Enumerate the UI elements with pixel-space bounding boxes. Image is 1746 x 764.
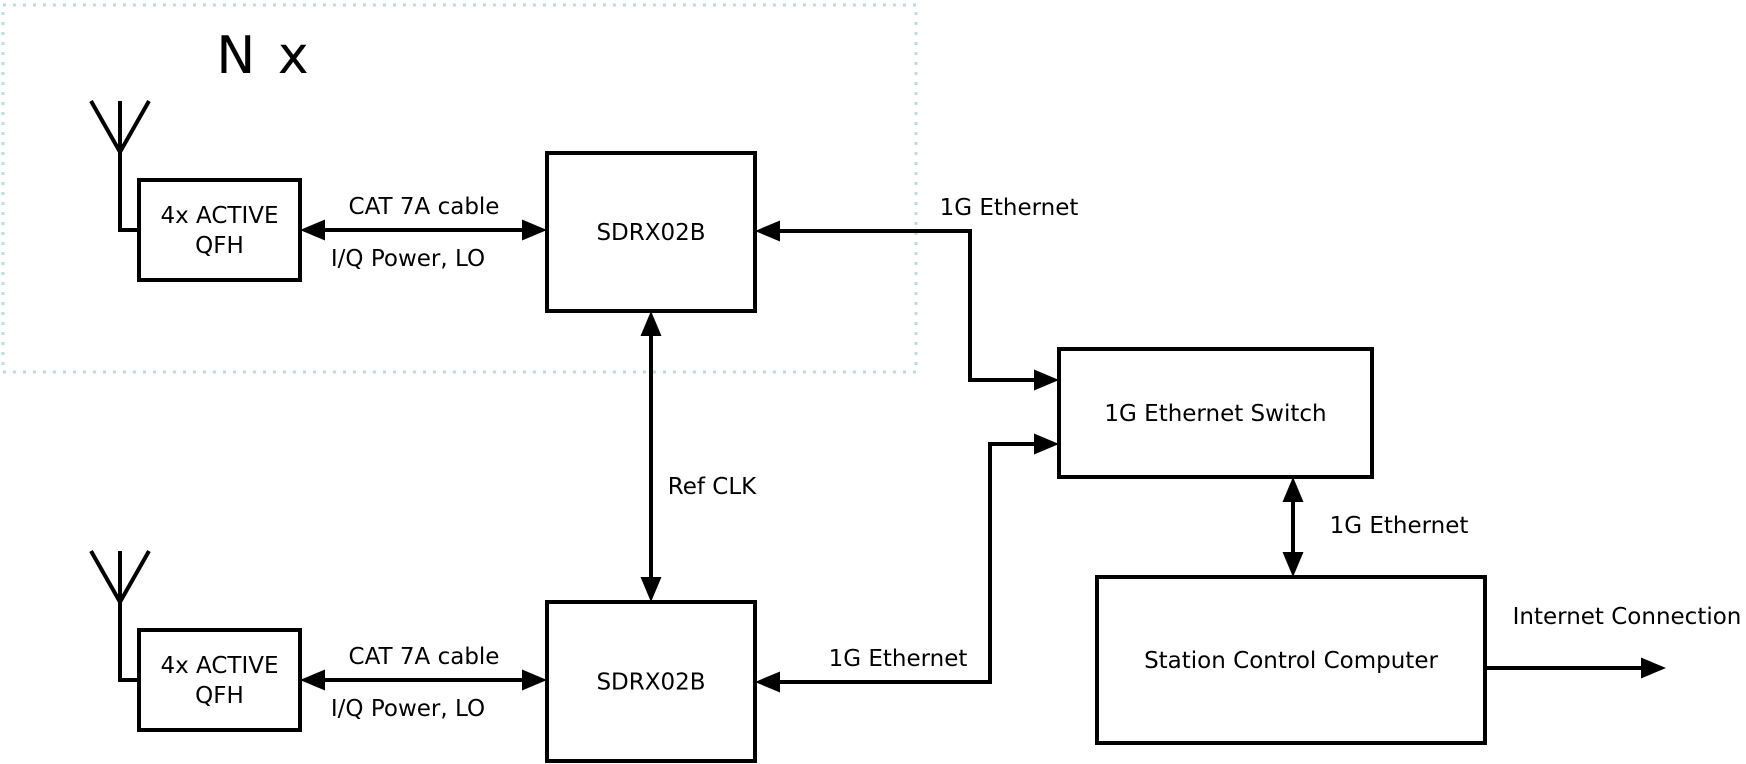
- label-cat7a-cable-bottom: CAT 7A cable: [349, 644, 500, 670]
- edge-switch-computer: [1282, 477, 1304, 577]
- node-qfh-2: 4x ACTIVE QFH: [137, 628, 302, 732]
- node-box: [545, 151, 757, 313]
- node-box: [137, 178, 302, 282]
- label-iq-power-lo-bottom: I/Q Power, LO: [331, 696, 485, 722]
- antenna-glyph: [89, 550, 151, 682]
- arrowhead: [522, 219, 547, 241]
- edge-line: [777, 442, 1037, 684]
- node-sdrx-2: SDRX02B: [545, 600, 757, 763]
- label-cat7a-cable-top: CAT 7A cable: [349, 194, 500, 220]
- arrowhead: [522, 669, 547, 691]
- edge-internet-link: [1485, 657, 1666, 679]
- node-label: Station Control Computer: [1144, 648, 1438, 674]
- arrowhead: [1034, 369, 1059, 391]
- edge-sdrx2-switch: [755, 433, 1059, 693]
- node-label: QFH: [195, 683, 244, 709]
- node-ethernet-switch: 1G Ethernet Switch: [1057, 347, 1374, 479]
- node-qfh-1: 4x ACTIVE QFH: [137, 178, 302, 282]
- arrowhead: [1282, 552, 1304, 577]
- node-station-computer: Station Control Computer: [1095, 575, 1487, 745]
- arrowhead: [1034, 433, 1059, 455]
- node-box: [1095, 575, 1487, 745]
- node-label: 1G Ethernet Switch: [1104, 401, 1326, 427]
- node-box: [137, 628, 302, 732]
- edge-line: [777, 229, 1037, 382]
- label-iq-power-lo-top: I/Q Power, LO: [331, 246, 485, 272]
- node-sdrx-1: SDRX02B: [545, 151, 757, 313]
- repeat-count-label: N x: [216, 26, 311, 86]
- label-1g-ethernet-top: 1G Ethernet: [940, 195, 1079, 221]
- node-label: SDRX02B: [596, 670, 705, 696]
- arrowhead: [755, 220, 780, 242]
- node-label: SDRX02B: [596, 220, 705, 246]
- antenna-1-icon: [89, 100, 151, 232]
- edge-ref-clk-link: [640, 311, 662, 602]
- label-internet-connection: Internet Connection: [1513, 604, 1742, 630]
- label-1g-ethernet-right: 1G Ethernet: [1330, 513, 1469, 539]
- edge-sdrx1-switch: [755, 220, 1059, 391]
- edge-qfh1-sdrx1: [300, 219, 547, 241]
- node-label: 4x ACTIVE: [160, 653, 278, 679]
- arrowhead: [640, 311, 662, 336]
- arrowhead: [300, 219, 325, 241]
- antenna-2-icon: [89, 550, 151, 682]
- antenna-glyph: [89, 100, 151, 232]
- arrowhead: [755, 671, 780, 693]
- edge-qfh2-sdrx2: [300, 669, 547, 691]
- node-label: 4x ACTIVE: [160, 203, 278, 229]
- node-label: QFH: [195, 233, 244, 259]
- label-ref-clk: Ref CLK: [668, 474, 757, 500]
- arrowhead: [1641, 657, 1666, 679]
- arrowhead: [640, 577, 662, 602]
- label-1g-ethernet-bottom: 1G Ethernet: [829, 646, 968, 672]
- arrowhead: [300, 669, 325, 691]
- node-box: [545, 600, 757, 763]
- node-box: [1057, 347, 1374, 479]
- arrowhead: [1282, 477, 1304, 502]
